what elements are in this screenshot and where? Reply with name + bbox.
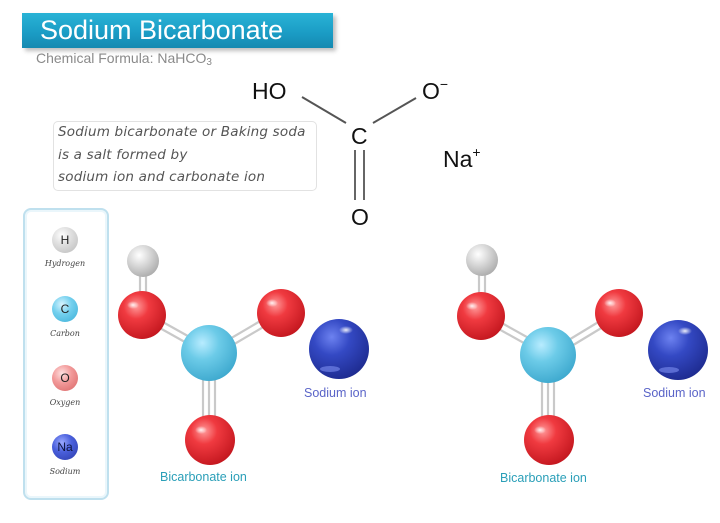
legend-oxygen-label: Oxygen — [49, 398, 81, 407]
carbon-atom — [520, 327, 576, 383]
formula-subscript: 3 — [206, 57, 212, 68]
formula-hydroxyl: HO — [252, 78, 287, 104]
legend-hydrogen-label: Hydrogen — [44, 259, 86, 268]
oxygen-atom-right — [595, 289, 643, 337]
bond-ho-c — [301, 96, 347, 124]
hydrogen-atom — [127, 245, 159, 277]
oxygen-atom-right — [257, 289, 305, 337]
carbon-atom — [181, 325, 237, 381]
oxide-symbol: O — [422, 78, 440, 104]
chemical-formula-caption: Chemical Formula: NaHCO3 — [36, 50, 212, 68]
sodium-symbol: Na — [443, 146, 473, 172]
legend-hydrogen-icon: H — [52, 227, 78, 253]
oxygen-atom-hydroxyl — [118, 291, 166, 339]
sodium-atom — [648, 320, 708, 380]
model-2 — [457, 244, 708, 465]
title-banner — [22, 13, 333, 48]
formula-text: Chemical Formula: NaHCO — [36, 50, 207, 66]
legend-sodium-icon: Na — [52, 434, 78, 460]
oxygen-atom-hydroxyl — [457, 292, 505, 340]
sodium-atom — [309, 319, 369, 379]
oxide-charge: − — [439, 76, 449, 92]
description-line-2: is a salt formed by — [58, 147, 188, 163]
legend-sodium-label: Sodium — [49, 467, 81, 476]
page-title: Sodium Bicarbonate — [40, 15, 284, 45]
legend-carbon-label: Carbon — [50, 329, 80, 338]
oxygen-atom-bottom — [524, 415, 574, 465]
model-2-bicarbonate-label: Bicarbonate ion — [500, 471, 587, 485]
hydrogen-atom — [466, 244, 498, 276]
model-1-bicarbonate-label: Bicarbonate ion — [160, 470, 247, 484]
bond-c-o-minus — [372, 97, 417, 124]
sodium-charge: + — [472, 144, 481, 160]
formula-oxide: O− — [422, 76, 449, 105]
model-1 — [118, 245, 369, 465]
model-2-sodium-label: Sodium ion — [643, 386, 706, 400]
formula-carbonyl-oxygen: O — [351, 204, 369, 230]
structural-formula-bonds — [301, 96, 417, 200]
description-box — [53, 121, 317, 191]
oxygen-atom-bottom — [185, 415, 235, 465]
legend-carbon-icon: C — [52, 296, 78, 322]
description-line-3: sodium ion and carbonate ion — [58, 169, 266, 185]
formula-sodium: Na+ — [443, 144, 481, 173]
description-line-1: Sodium bicarbonate or Baking soda — [58, 124, 306, 140]
model-1-sodium-label: Sodium ion — [304, 386, 367, 400]
formula-carbon: C — [351, 123, 368, 149]
legend-oxygen-icon: O — [52, 365, 78, 391]
